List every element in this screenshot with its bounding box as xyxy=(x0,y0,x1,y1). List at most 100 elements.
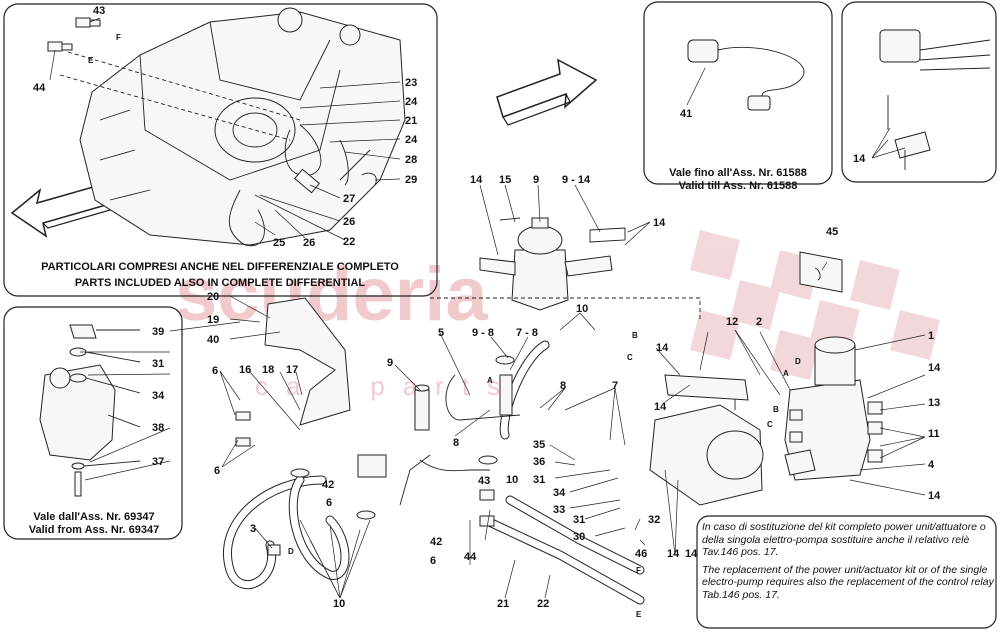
diff-pipes xyxy=(228,124,377,247)
callout: A xyxy=(487,376,493,385)
callout: 31 xyxy=(573,514,585,526)
callout: C xyxy=(767,420,773,429)
callout: 8 xyxy=(453,437,459,449)
callout: B xyxy=(773,405,779,414)
callout: 26 xyxy=(343,216,355,228)
actuator-late xyxy=(39,324,141,497)
callout: 14 xyxy=(667,548,680,560)
callout: E xyxy=(88,56,94,65)
callout: 14 xyxy=(654,401,667,413)
callout: D xyxy=(795,357,801,366)
callout: 6 xyxy=(212,365,218,377)
callout: 9 - 14 xyxy=(562,174,591,186)
callout: 41 xyxy=(680,108,692,120)
callout: 31 xyxy=(152,358,164,370)
callout: C xyxy=(627,353,633,362)
caption-actuator-en: Valid from Ass. Nr. 69347 xyxy=(29,524,159,536)
sensor-41 xyxy=(687,39,805,111)
callout: 14 xyxy=(853,153,866,165)
callout: 42 xyxy=(322,479,334,491)
note-italian: In caso di sostituzione del kit completo… xyxy=(702,521,986,558)
leader-lines xyxy=(49,17,926,599)
callout: 14 xyxy=(928,362,941,374)
callout: 45 xyxy=(826,226,838,238)
callout: 38 xyxy=(152,422,164,434)
inset-actuator-late xyxy=(3,306,183,540)
callout: 1 xyxy=(928,330,934,342)
callout: 7 - 8 xyxy=(516,327,538,339)
callout: 32 xyxy=(648,514,660,526)
callout: 19 xyxy=(207,314,219,326)
callout: 28 xyxy=(405,154,417,166)
callout: 10 xyxy=(333,598,345,610)
bracket-40 xyxy=(264,297,351,426)
callout: 21 xyxy=(405,115,417,127)
callout: 40 xyxy=(207,334,219,346)
callout: 25 xyxy=(273,237,285,249)
callout: 43 xyxy=(93,5,105,17)
callout: 6 xyxy=(430,555,436,567)
callout: D xyxy=(288,547,294,556)
callout: 9 xyxy=(387,357,393,369)
callout: 7 xyxy=(612,380,618,392)
callout: 21 xyxy=(497,598,509,610)
checkered-flag-watermark xyxy=(690,230,940,380)
valve-block xyxy=(784,336,883,481)
callout: 9 - 8 xyxy=(472,327,494,339)
caption-actuator-it: Vale dall'Ass. Nr. 69347 xyxy=(33,511,154,523)
direction-arrow-right-icon xyxy=(496,58,598,126)
callout: 14 xyxy=(685,548,698,560)
callout: 39 xyxy=(152,326,164,338)
callout: 37 xyxy=(152,456,164,468)
callout: F xyxy=(116,33,121,42)
callout: 43 xyxy=(478,475,490,487)
callout: 30 xyxy=(573,531,585,543)
inset-differential-parts xyxy=(3,3,438,297)
watermark-subtitle: car parts xyxy=(255,371,518,401)
callout: 16 xyxy=(239,364,251,376)
callout: 18 xyxy=(262,364,274,376)
callout: 5 xyxy=(438,327,444,339)
callout: 4 xyxy=(928,459,935,471)
callout: 15 xyxy=(499,174,511,186)
callout: A xyxy=(783,369,789,378)
callout: 42 xyxy=(430,536,442,548)
callout: 44 xyxy=(33,82,46,94)
callout: 17 xyxy=(286,364,298,376)
inset-sensor-early xyxy=(643,1,833,185)
callout: 10 xyxy=(576,303,588,315)
reservoir xyxy=(479,217,626,311)
callout: 44 xyxy=(464,551,477,563)
callout: E xyxy=(636,610,642,619)
caption-inset-it: PARTICOLARI COMPRESI ANCHE NEL DIFFERENZ… xyxy=(41,261,399,273)
callout: 23 xyxy=(405,77,417,89)
inset-bracket xyxy=(841,1,997,183)
callout: 3 xyxy=(250,523,256,535)
callout: 10 xyxy=(506,474,518,486)
note-box xyxy=(696,515,997,629)
replacement-note: In caso di sostituzione del kit completo… xyxy=(702,521,994,606)
callout: F xyxy=(636,566,641,575)
callout: 12 xyxy=(726,316,738,328)
callout: B xyxy=(632,331,638,340)
callout: 35 xyxy=(533,439,545,451)
gearbox-housing xyxy=(79,7,406,246)
callout: 8 xyxy=(560,380,566,392)
clips-and-fittings xyxy=(235,355,515,556)
callout: 9 xyxy=(533,174,539,186)
callout: 2 xyxy=(756,316,762,328)
callout: 33 xyxy=(553,504,565,516)
callout: 34 xyxy=(553,487,566,499)
fitting-44 xyxy=(47,41,73,52)
callout: 14 xyxy=(656,342,669,354)
hoses xyxy=(223,340,645,605)
callout: 24 xyxy=(405,96,418,108)
callout: 14 xyxy=(928,490,941,502)
callout: 31 xyxy=(533,474,545,486)
callout: 6 xyxy=(326,497,332,509)
callout: 6 xyxy=(214,465,220,477)
callout: 13 xyxy=(928,397,940,409)
caption-inset-en: PARTS INCLUDED ALSO IN COMPLETE DIFFEREN… xyxy=(75,277,366,289)
